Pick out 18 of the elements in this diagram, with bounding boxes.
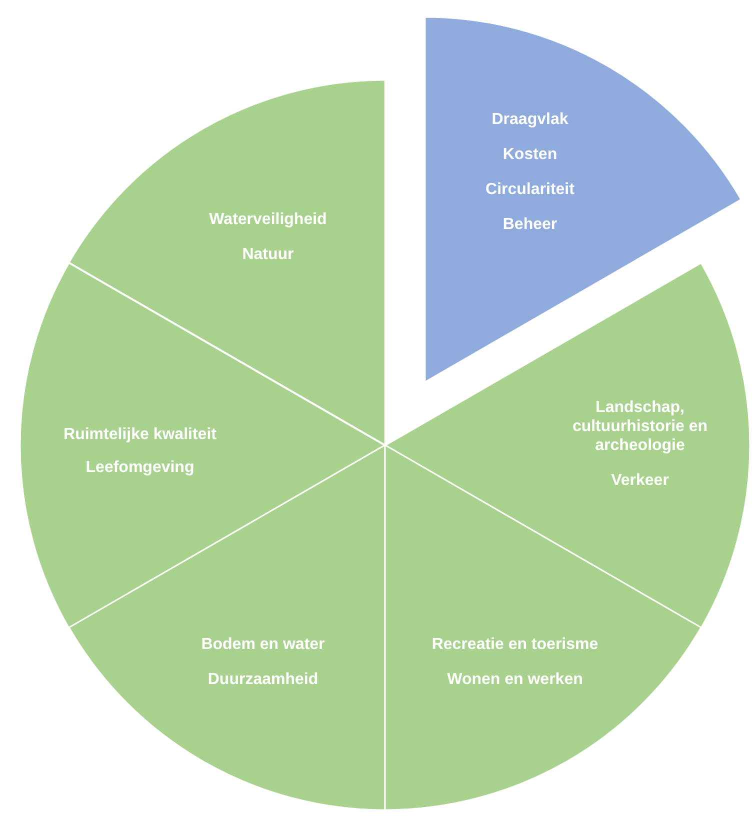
slice-label: Leefomgeving <box>84 458 196 477</box>
pie-slice <box>20 262 385 628</box>
slice-label: Duurzaamheid <box>206 670 320 689</box>
pie-slice <box>385 262 750 628</box>
slice-label: Circulariteit <box>484 180 576 199</box>
slice-label: Wonen en werken <box>446 670 584 689</box>
slice-label: Beheer <box>502 215 558 234</box>
slice-label: Kosten <box>502 145 558 164</box>
slice-label: Verkeer <box>610 471 670 490</box>
slice-label: Waterveiligheid <box>208 210 328 229</box>
pie-slice <box>425 17 742 382</box>
slice-label: Natuur <box>241 245 295 264</box>
slice-label: Bodem en water <box>200 635 326 654</box>
slice-label: Draagvlak <box>490 110 570 129</box>
pie-slice <box>68 445 385 810</box>
slice-label: Landschap, cultuurhistorie en archeologie <box>571 398 709 455</box>
slice-label: Recreatie en toerisme <box>430 635 600 654</box>
slice-label: Ruimtelijke kwaliteit <box>62 425 218 444</box>
